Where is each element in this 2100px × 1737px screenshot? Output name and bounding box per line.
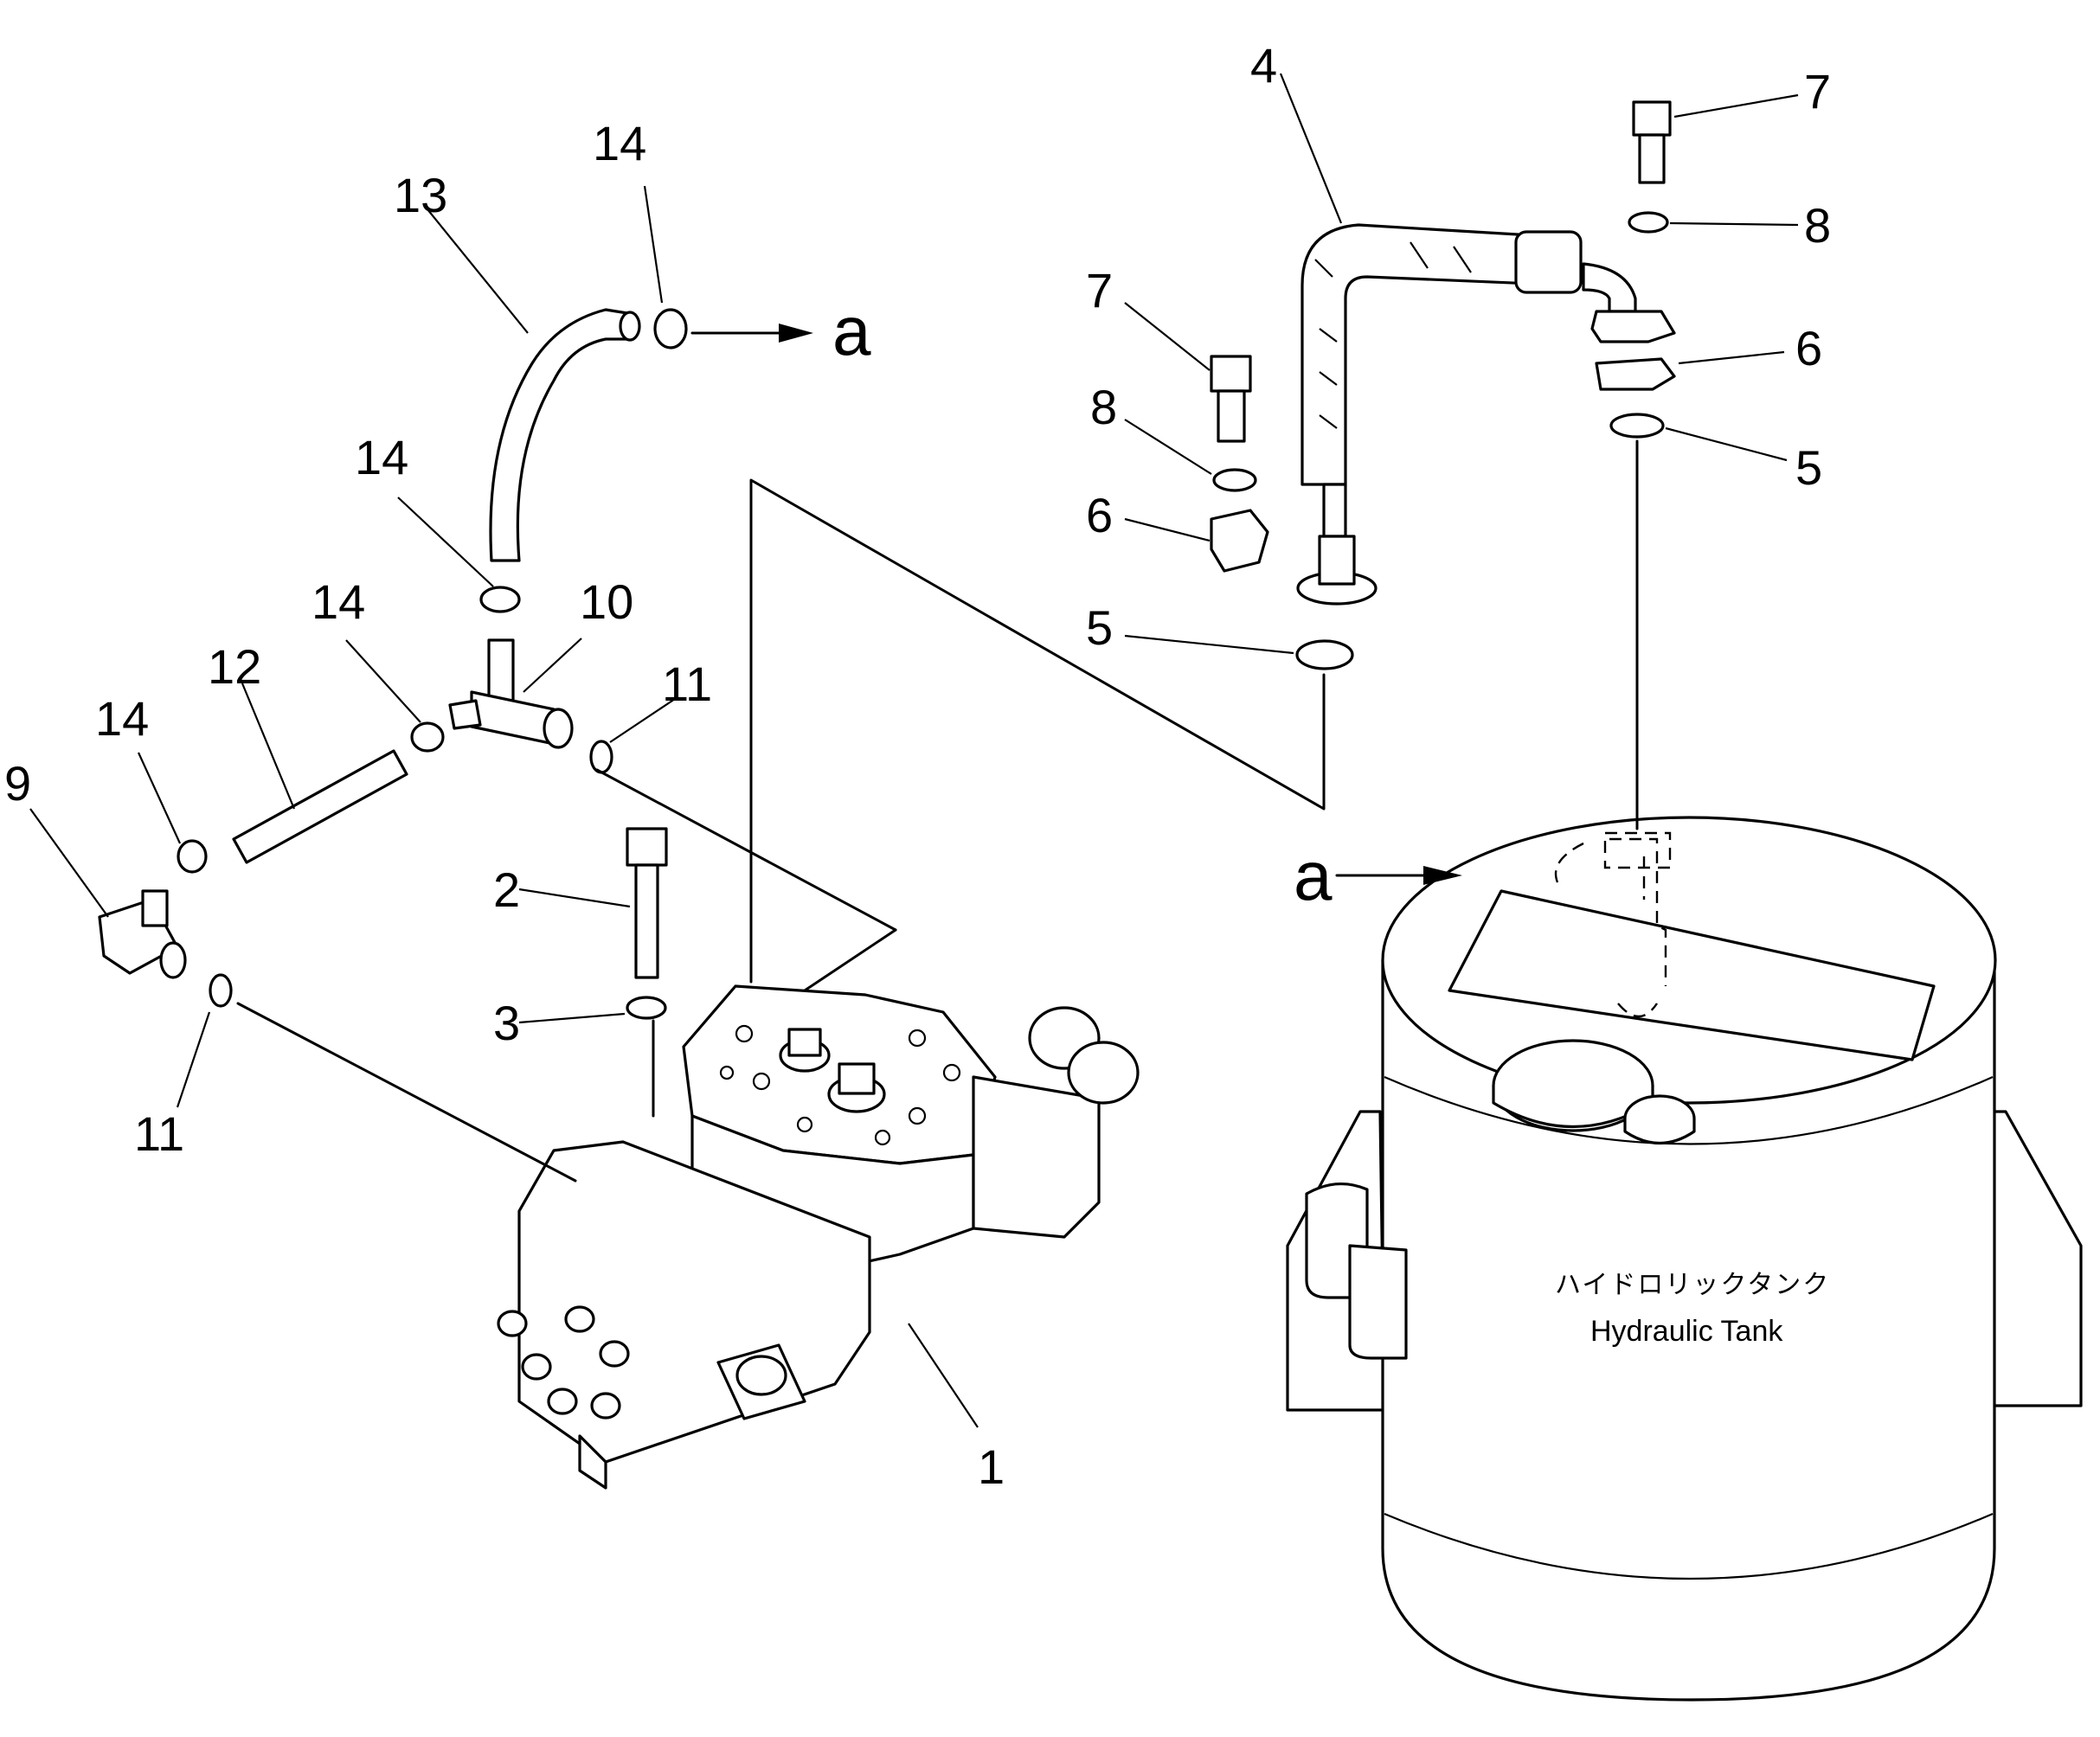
callout-7-right: 7 bbox=[1804, 64, 1831, 119]
callout-4: 4 bbox=[1250, 38, 1277, 93]
callout-7-left: 7 bbox=[1086, 263, 1113, 317]
tank-label-jp: ハイドロリックタンク bbox=[1555, 1270, 1830, 1300]
clamp-14-upper bbox=[479, 586, 521, 613]
leader-lines bbox=[29, 73, 1799, 1428]
clamp-14-middle bbox=[410, 721, 445, 753]
ref-a-hose: a bbox=[832, 292, 871, 369]
o-ring-5-left bbox=[1295, 639, 1354, 670]
callout-14-lower: 14 bbox=[95, 691, 149, 746]
callout-14-middle: 14 bbox=[311, 574, 365, 629]
hose-assembly bbox=[1296, 223, 1676, 606]
washer-8-right bbox=[1628, 211, 1669, 234]
callout-11-upper: 11 bbox=[662, 657, 712, 711]
callout-2: 2 bbox=[493, 862, 520, 917]
callout-1: 1 bbox=[978, 1439, 1005, 1494]
callout-8-left: 8 bbox=[1090, 380, 1117, 434]
hose-13 bbox=[489, 308, 629, 562]
o-ring-5-right bbox=[1609, 413, 1665, 439]
washer-3 bbox=[626, 996, 667, 1020]
split-flange-6-left bbox=[1210, 509, 1269, 573]
callout-14-upper: 14 bbox=[355, 430, 408, 484]
clamp-14-lower bbox=[177, 839, 208, 874]
callout-5-left: 5 bbox=[1086, 600, 1113, 655]
callout-6-left: 6 bbox=[1086, 488, 1113, 542]
callout-14-top: 14 bbox=[593, 116, 646, 170]
bolt-7-left bbox=[1210, 355, 1252, 443]
ref-a-tank: a bbox=[1294, 837, 1333, 914]
control-valve bbox=[497, 984, 1140, 1490]
callout-6-right: 6 bbox=[1795, 321, 1822, 375]
callout-5-right: 5 bbox=[1795, 440, 1822, 495]
tube-12 bbox=[232, 749, 408, 864]
callout-8-right: 8 bbox=[1804, 198, 1831, 253]
tee-fitting-10 bbox=[448, 638, 574, 749]
o-ring-11-lower bbox=[209, 973, 233, 1008]
o-ring-11-upper bbox=[589, 740, 613, 774]
clamp-14-top bbox=[653, 308, 688, 349]
split-flange-6-right bbox=[1595, 357, 1676, 391]
hydraulic-tank: ハイドロリックタンク Hydraulic Tank bbox=[1286, 816, 2083, 1702]
elbow-fitting-9 bbox=[98, 889, 187, 979]
callout-3: 3 bbox=[493, 996, 520, 1050]
bolt-7-right bbox=[1632, 100, 1672, 184]
bolt-2 bbox=[626, 827, 668, 979]
callout-12: 12 bbox=[208, 639, 261, 694]
callout-13: 13 bbox=[394, 168, 447, 222]
callout-numbers: 1 2 3 4 5 5 6 6 7 7 8 8 9 10 11 11 12 13… bbox=[4, 38, 1831, 1494]
callout-10: 10 bbox=[580, 574, 633, 629]
callout-11-lower: 11 bbox=[134, 1106, 184, 1161]
callout-9: 9 bbox=[4, 756, 31, 811]
tank-label-en: Hydraulic Tank bbox=[1590, 1315, 1783, 1348]
washer-8-left bbox=[1212, 468, 1257, 492]
